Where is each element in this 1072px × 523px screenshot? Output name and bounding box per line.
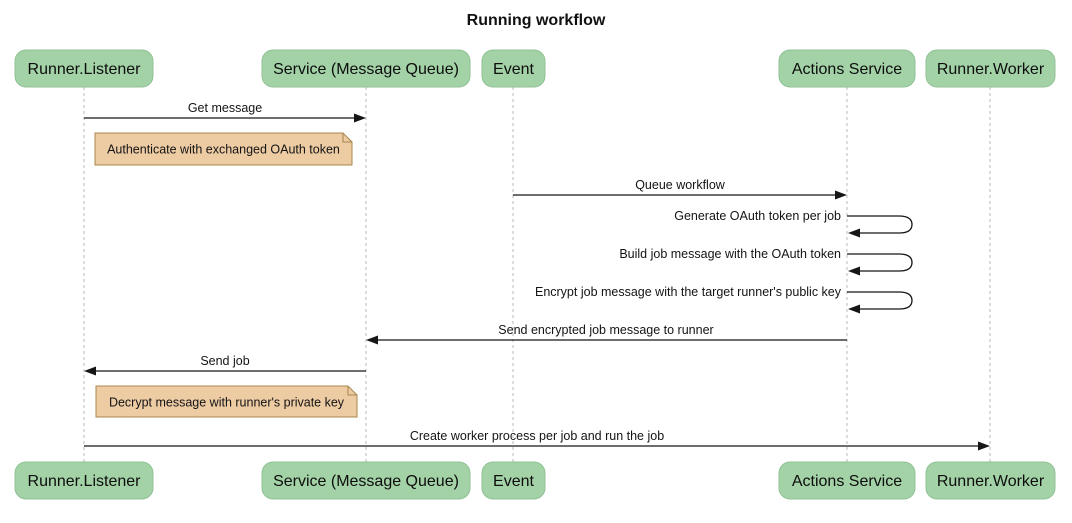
arrowhead-right <box>978 441 990 451</box>
participant-runner-worker-bottom: Runner.Worker <box>925 461 1056 500</box>
participant-event-top: Event <box>481 49 546 88</box>
participant-runner-listener-top: Runner.Listener <box>14 49 154 88</box>
lifelines <box>83 87 991 462</box>
self-loop-line <box>847 253 913 272</box>
participant-box <box>14 49 154 88</box>
diagram-title: Running workflow <box>467 12 606 29</box>
message-label: Queue workflow <box>635 178 726 192</box>
participant-box <box>14 461 154 500</box>
note-label: Decrypt message with runner's private ke… <box>109 396 345 410</box>
participant-box <box>925 49 1056 88</box>
participant-label: Runner.Worker <box>937 61 1045 78</box>
self-message-build-job-message: Build job message with the OAuth token <box>619 247 913 276</box>
participant-label: Service (Message Queue) <box>273 61 459 78</box>
participant-service-message-queue-top: Service (Message Queue) <box>261 49 471 88</box>
participant-label: Actions Service <box>792 61 902 78</box>
message-send-encrypted-job: Send encrypted job message to runner <box>366 323 847 345</box>
note-box <box>94 132 353 166</box>
self-loop-line <box>847 291 913 310</box>
message-get-message: Get message <box>84 101 366 123</box>
arrowhead-right <box>835 190 847 200</box>
note-authenticate-oauth: Authenticate with exchanged OAuth token <box>94 132 353 166</box>
arrowhead-left <box>84 366 96 376</box>
message-label: Send encrypted job message to runner <box>498 323 713 337</box>
participant-label: Runner.Worker <box>937 473 1045 490</box>
participant-box <box>481 49 546 88</box>
participant-actions-service-top: Actions Service <box>778 49 916 88</box>
participant-label: Event <box>493 61 534 78</box>
participants-top: Runner.Listener Service (Message Queue) … <box>14 49 1056 88</box>
note-fold-corner <box>342 133 352 143</box>
participant-box <box>261 461 471 500</box>
arrowhead-left <box>848 228 860 238</box>
arrowhead-left <box>848 304 860 314</box>
participant-label: Runner.Listener <box>28 61 142 78</box>
arrowhead-left <box>366 335 378 345</box>
note-box <box>95 385 358 418</box>
participant-runner-listener-bottom: Runner.Listener <box>14 461 154 500</box>
arrowhead-right <box>354 113 366 123</box>
participant-label: Service (Message Queue) <box>273 473 459 490</box>
self-loop-line <box>847 215 913 234</box>
participant-box <box>778 49 916 88</box>
message-label: Get message <box>188 101 262 115</box>
message-label: Generate OAuth token per job <box>674 209 841 223</box>
participant-box <box>261 49 471 88</box>
participant-box <box>481 461 546 500</box>
self-message-encrypt-job-message: Encrypt job message with the target runn… <box>535 285 913 314</box>
message-label: Create worker process per job and run th… <box>410 429 664 443</box>
self-message-generate-oauth-token: Generate OAuth token per job <box>674 209 913 238</box>
participant-actions-service-bottom: Actions Service <box>778 461 916 500</box>
note-label: Authenticate with exchanged OAuth token <box>107 143 340 157</box>
message-label: Build job message with the OAuth token <box>619 247 841 261</box>
participant-box <box>778 461 916 500</box>
participant-label: Runner.Listener <box>28 473 142 490</box>
participants-bottom: Runner.Listener Service (Message Queue) … <box>14 461 1056 500</box>
message-send-job: Send job <box>84 354 366 376</box>
arrowhead-left <box>848 266 860 276</box>
message-create-worker-process: Create worker process per job and run th… <box>84 429 990 451</box>
message-queue-workflow: Queue workflow <box>513 178 847 200</box>
note-fold-corner <box>347 386 357 396</box>
participant-runner-worker-top: Runner.Worker <box>925 49 1056 88</box>
participant-event-bottom: Event <box>481 461 546 500</box>
participant-label: Actions Service <box>792 473 902 490</box>
note-decrypt-private-key: Decrypt message with runner's private ke… <box>95 385 358 418</box>
message-label: Send job <box>200 354 249 368</box>
participant-service-message-queue-bottom: Service (Message Queue) <box>261 461 471 500</box>
participant-box <box>925 461 1056 500</box>
message-label: Encrypt job message with the target runn… <box>535 285 842 299</box>
participant-label: Event <box>493 473 534 490</box>
